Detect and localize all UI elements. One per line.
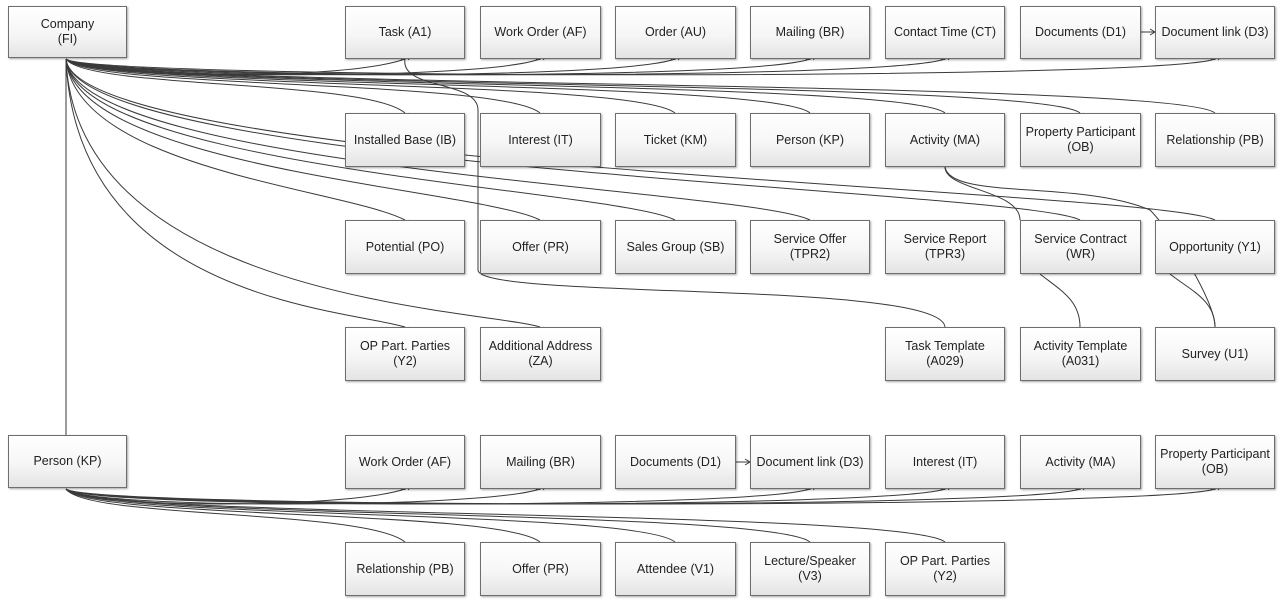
node-installed-base-ib[interactable]: Installed Base (IB) <box>345 113 465 167</box>
node-documents-d1[interactable]: Documents (D1) <box>1020 6 1141 59</box>
node-person-relationship-pb[interactable]: Relationship (PB) <box>345 542 465 596</box>
node-document-link-d3[interactable]: Document link (D3) <box>1155 6 1275 59</box>
node-service-offer-tpr2[interactable]: Service Offer (TPR2) <box>750 220 870 274</box>
connector-fi-row2-1 <box>65 58 541 114</box>
node-sales-group-sb[interactable]: Sales Group (SB) <box>615 220 736 274</box>
connector-fi-top-2 <box>65 58 676 76</box>
connector-fi-row2-6 <box>65 58 1216 114</box>
connector-fi-top-0 <box>65 58 406 76</box>
connector-kp-row2-4 <box>65 488 946 543</box>
connector-kp-row2-2 <box>65 488 676 543</box>
connector-fi-row3-1 <box>65 58 541 221</box>
node-person-mailing-br[interactable]: Mailing (BR) <box>480 435 601 489</box>
connector-kp-top-5 <box>65 488 1216 505</box>
node-person-attendee-v1[interactable]: Attendee (V1) <box>615 542 736 596</box>
node-person-lecture-speaker-v3[interactable]: Lecture/Speaker (V3) <box>750 542 870 596</box>
node-person-kp-root[interactable]: Person (KP) <box>8 435 127 488</box>
connector-fi-row2-5 <box>65 58 1081 114</box>
connector-kp-row2-1 <box>65 488 541 543</box>
connector-kp-row2-3 <box>65 488 811 543</box>
node-activity-ma[interactable]: Activity (MA) <box>885 113 1005 167</box>
node-person-work-order-af[interactable]: Work Order (AF) <box>345 435 465 489</box>
node-person-offer-pr[interactable]: Offer (PR) <box>480 542 601 596</box>
connector-fi-top-1 <box>65 58 541 76</box>
node-company-fi[interactable]: Company (FI) <box>8 6 127 58</box>
node-order-au[interactable]: Order (AU) <box>615 6 736 59</box>
node-person-documents-d1[interactable]: Documents (D1) <box>615 435 736 489</box>
node-survey-u1[interactable]: Survey (U1) <box>1155 327 1275 381</box>
node-contact-time-ct[interactable]: Contact Time (CT) <box>885 6 1005 59</box>
connector-fi-row2-3 <box>65 58 811 114</box>
node-mailing-br[interactable]: Mailing (BR) <box>750 6 870 59</box>
connector-kp-top-1 <box>65 488 541 505</box>
connector-kp-row2-0 <box>65 488 406 543</box>
node-person-kp[interactable]: Person (KP) <box>750 113 870 167</box>
connector-fi-top-4 <box>65 58 946 76</box>
connector-kp-top-4 <box>65 488 1081 505</box>
node-ticket-km[interactable]: Ticket (KM) <box>615 113 736 167</box>
connector-y1-u1 <box>1169 273 1216 328</box>
connector-wr-a031 <box>1039 273 1081 328</box>
node-person-activity-ma[interactable]: Activity (MA) <box>1020 435 1141 489</box>
connector-kp-top-0 <box>65 488 406 505</box>
connector-kp-top-2 <box>65 488 811 505</box>
node-service-contract-wr[interactable]: Service Contract (WR) <box>1020 220 1141 274</box>
node-person-op-part-parties-y2[interactable]: OP Part. Parties (Y2) <box>885 542 1005 596</box>
connector-a1-a029 <box>404 58 946 328</box>
connector-fi-row4-1 <box>65 58 541 328</box>
connector-ma-wr <box>944 166 1021 221</box>
node-person-document-link-d3[interactable]: Document link (D3) <box>750 435 870 489</box>
node-interest-it[interactable]: Interest (IT) <box>480 113 601 167</box>
node-potential-po[interactable]: Potential (PO) <box>345 220 465 274</box>
node-additional-address-za[interactable]: Additional Address (ZA) <box>480 327 601 381</box>
node-service-report-tpr3[interactable]: Service Report (TPR3) <box>885 220 1005 274</box>
connector-fi-row2-4 <box>65 58 946 114</box>
node-task-template-a029[interactable]: Task Template (A029) <box>885 327 1005 381</box>
connector-fi-row4-0 <box>65 58 406 328</box>
node-relationship-pb[interactable]: Relationship (PB) <box>1155 113 1275 167</box>
connector-fi-top-3 <box>65 58 811 76</box>
connector-kp-top-3 <box>65 488 946 505</box>
connector-fi-row2-0 <box>65 58 406 114</box>
node-opportunity-y1[interactable]: Opportunity (Y1) <box>1155 220 1275 274</box>
connector-fi-row2-2 <box>65 58 676 114</box>
node-task-a1[interactable]: Task (A1) <box>345 6 465 59</box>
connector-fi-top-5 <box>65 58 1216 76</box>
node-person-interest-it[interactable]: Interest (IT) <box>885 435 1005 489</box>
node-op-part-parties-y2[interactable]: OP Part. Parties (Y2) <box>345 327 465 381</box>
node-offer-pr[interactable]: Offer (PR) <box>480 220 601 274</box>
node-work-order-af[interactable]: Work Order (AF) <box>480 6 601 59</box>
node-activity-template-a031[interactable]: Activity Template (A031) <box>1020 327 1141 381</box>
node-property-participant-ob[interactable]: Property Participant (OB) <box>1020 113 1141 167</box>
node-person-property-participant-ob[interactable]: Property Participant (OB) <box>1155 435 1275 489</box>
